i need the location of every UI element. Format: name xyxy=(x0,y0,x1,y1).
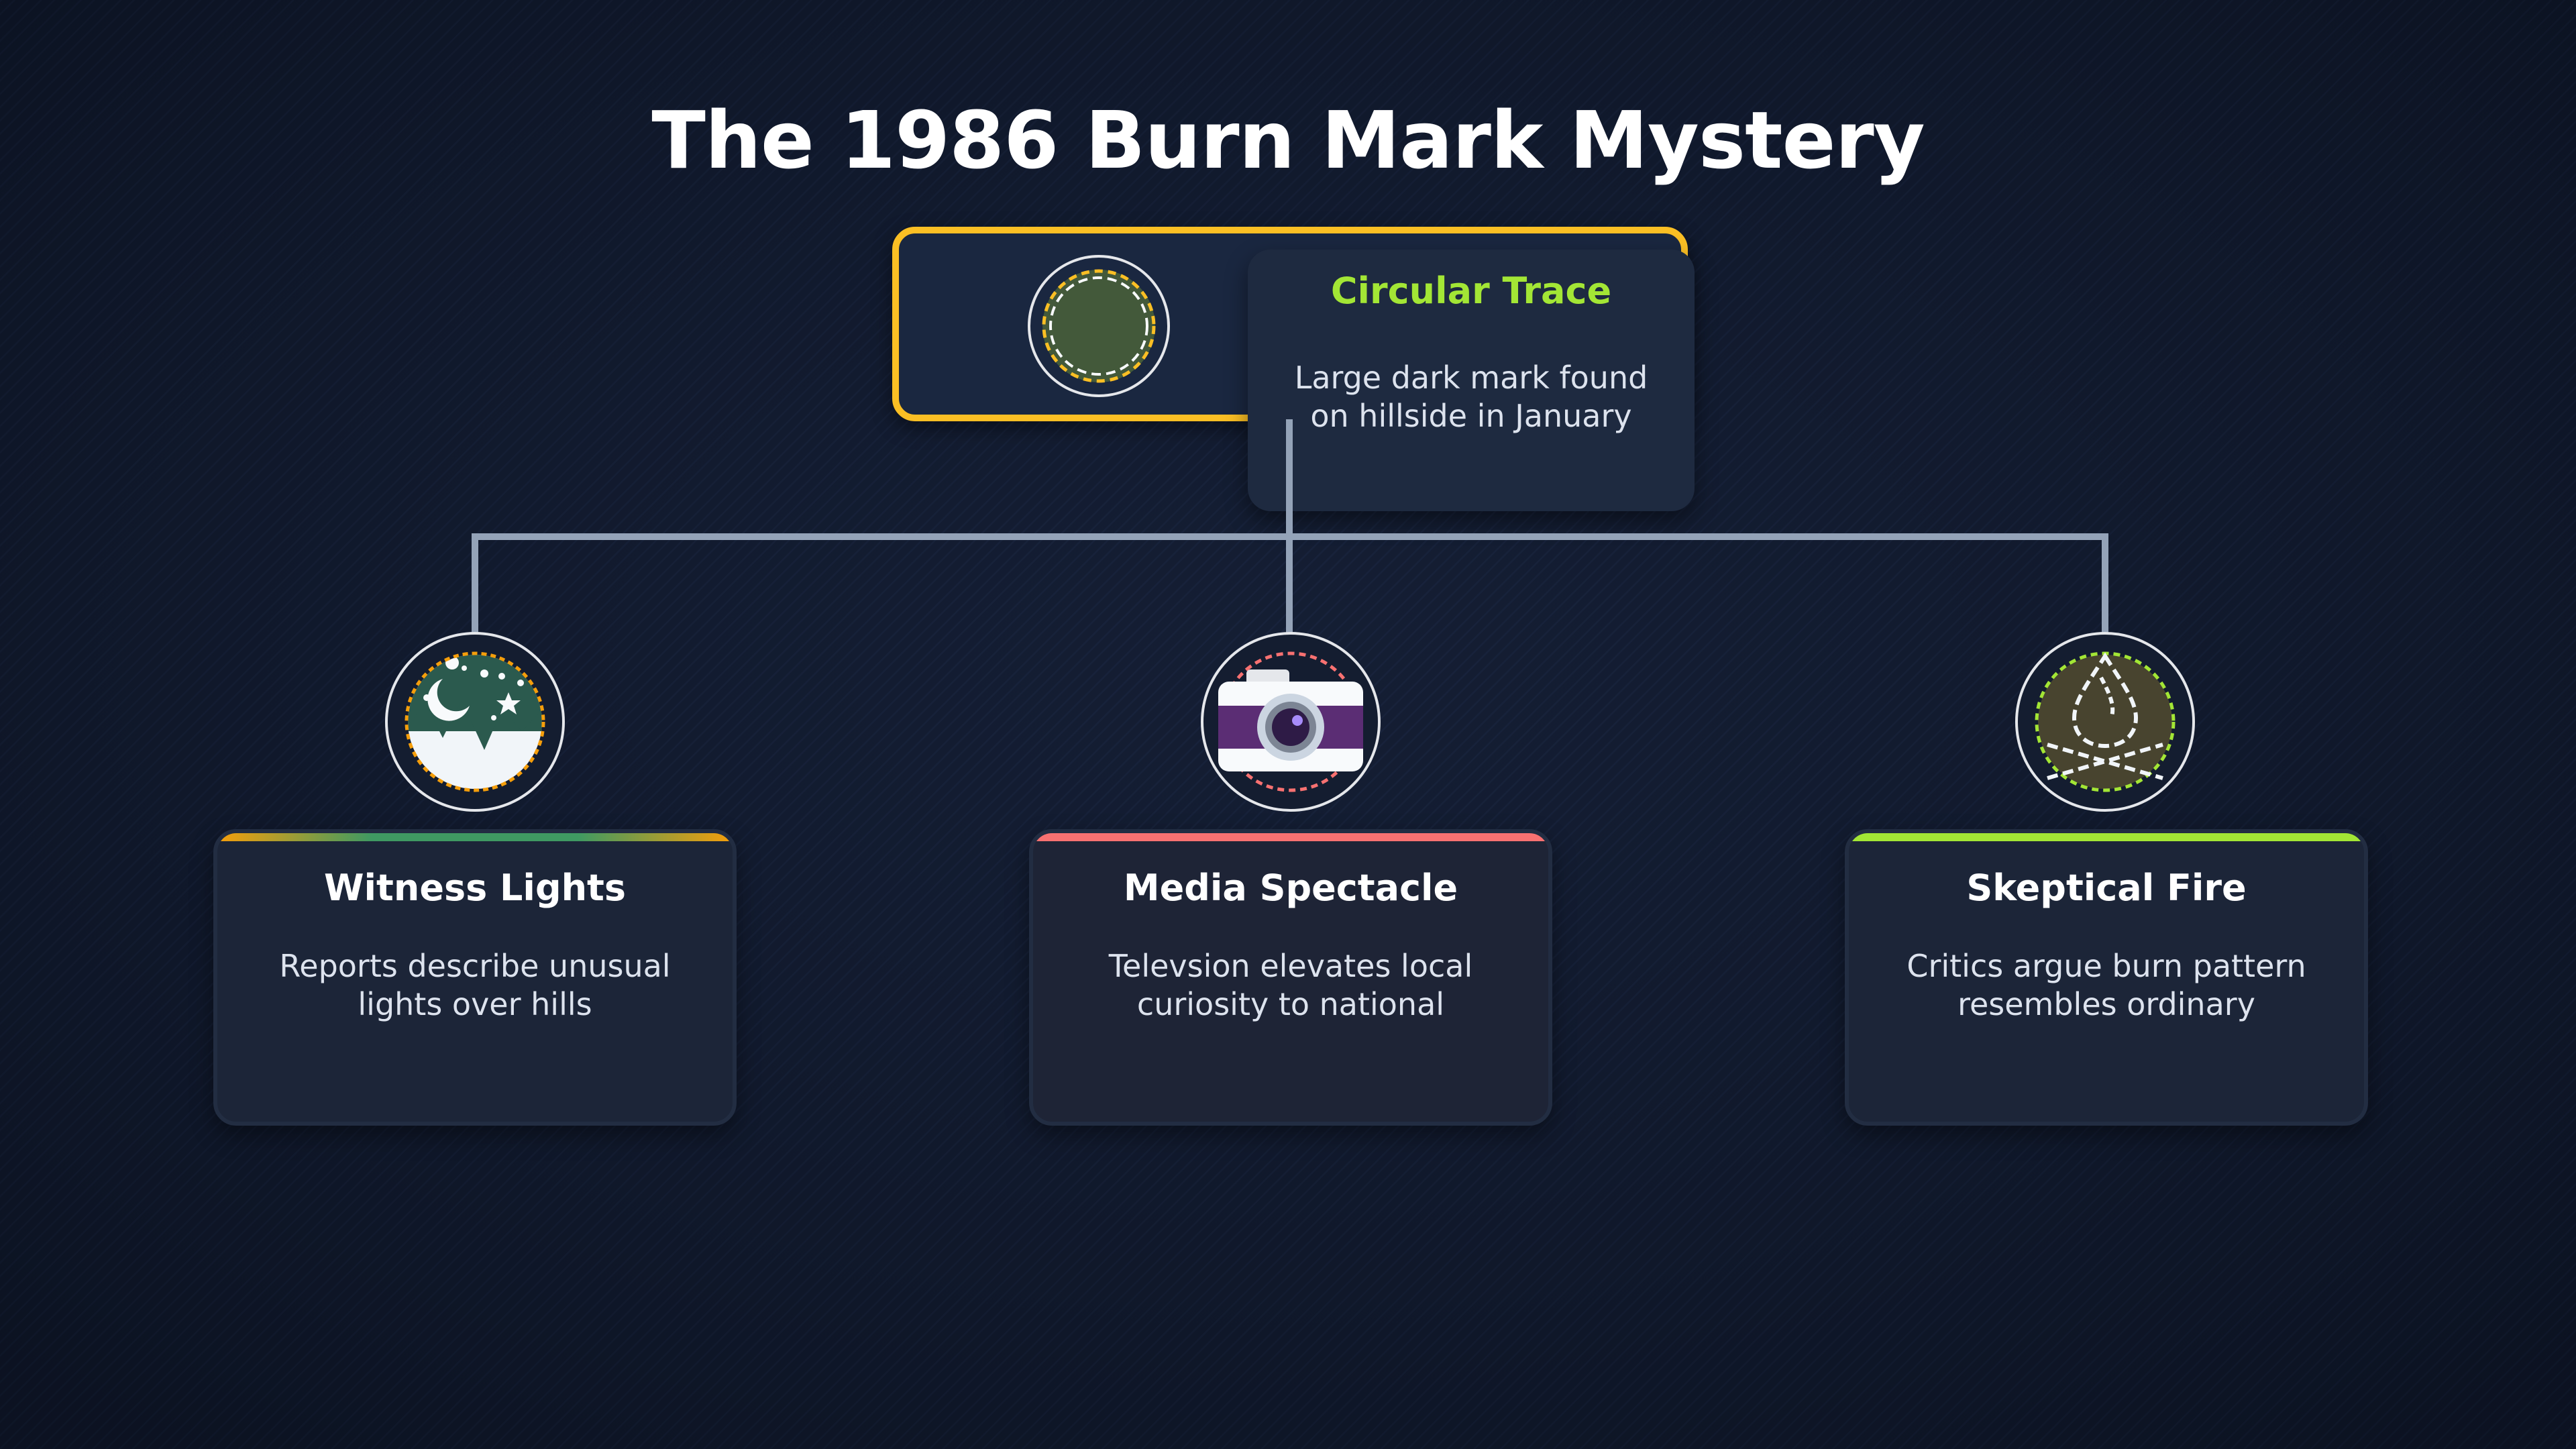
camera-icon xyxy=(1201,632,1381,812)
media-spectacle-card: Media Spectacle Televsion elevates local… xyxy=(1029,829,1552,1126)
card-description: Critics argue burn pattern resembles ord… xyxy=(1907,948,2306,1022)
root-node-panel xyxy=(1248,250,1695,511)
root-node-title: Circular Trace xyxy=(1330,270,1612,312)
card-title: Witness Lights xyxy=(323,867,626,909)
card-accent-bar xyxy=(1033,833,1548,841)
card-title: Media Spectacle xyxy=(1123,867,1458,909)
card-title: Skeptical Fire xyxy=(1966,867,2247,909)
card-description: Televsion elevates local curiosity to na… xyxy=(1108,948,1473,1022)
skeptical-fire-card: Skeptical Fire Critics argue burn patter… xyxy=(1845,829,2368,1126)
card-description: Reports describe unusual lights over hil… xyxy=(279,948,671,1022)
card-accent-bar xyxy=(217,833,733,841)
card-accent-bar xyxy=(1849,833,2364,841)
root-node-description: Large dark mark found on hillside in Jan… xyxy=(1294,360,1648,434)
night-hills-icon xyxy=(385,632,565,812)
witness-lights-card: Witness Lights Reports describe unusual … xyxy=(213,829,737,1126)
campfire-icon xyxy=(2015,632,2195,812)
burn-circle-icon xyxy=(1028,255,1170,397)
page-title: The 1986 Burn Mark Mystery xyxy=(651,94,1925,186)
